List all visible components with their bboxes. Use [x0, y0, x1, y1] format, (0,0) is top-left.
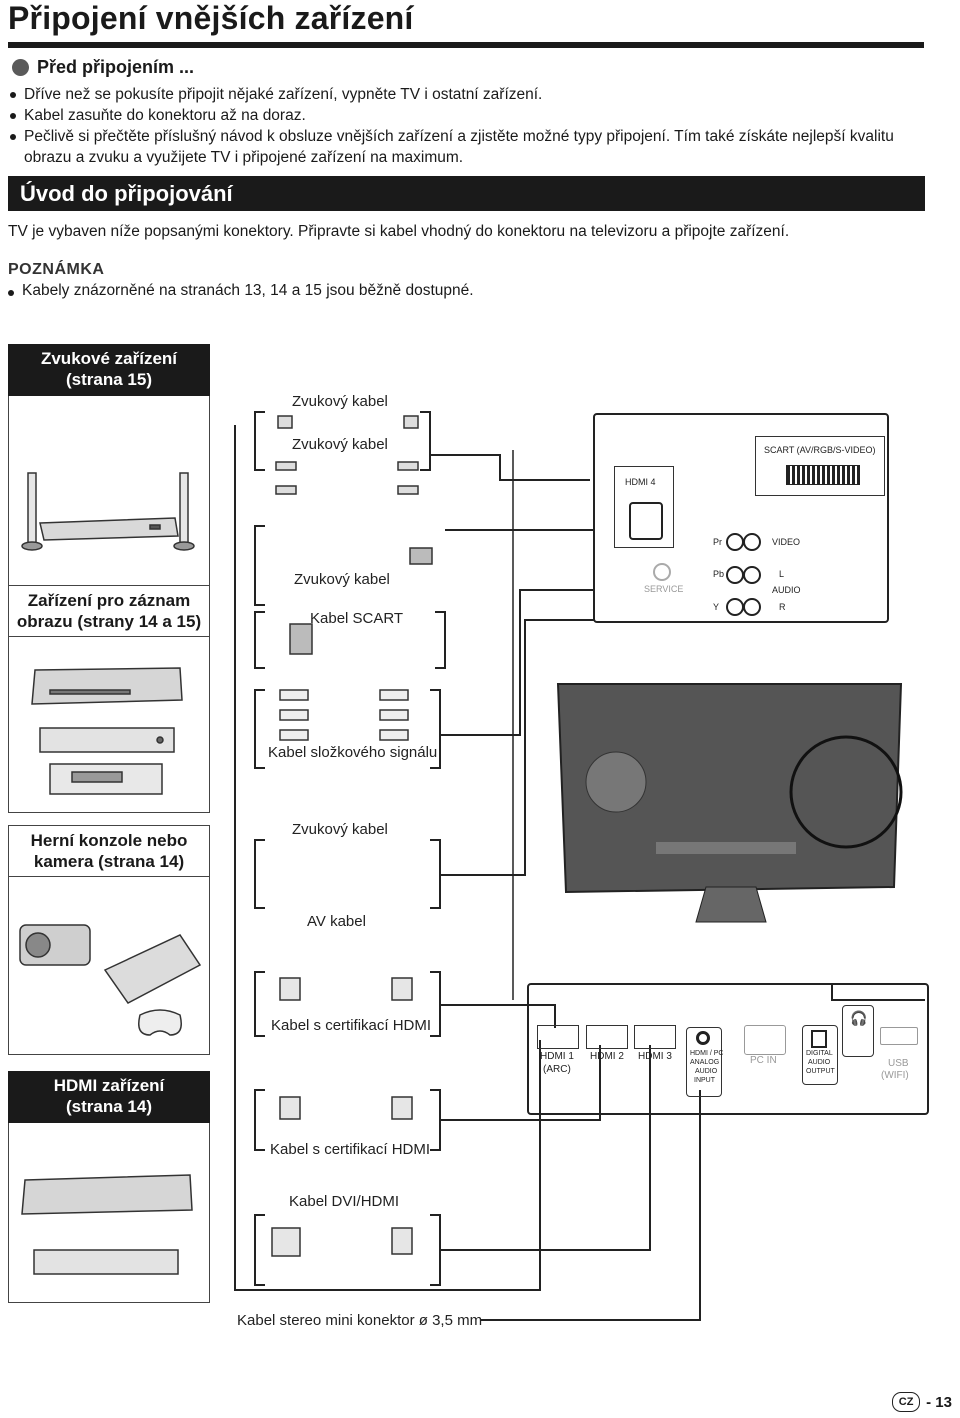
service-port-icon [653, 563, 671, 581]
label-r: R [779, 602, 786, 612]
hdmi1-port[interactable] [537, 1025, 579, 1049]
label-hdmi3: HDMI 3 [638, 1051, 672, 1062]
hdmi3-port[interactable] [634, 1025, 676, 1049]
hdmi-icon [629, 502, 663, 540]
label-hdmi1: HDMI 1 [540, 1051, 574, 1062]
pc-audio-port[interactable]: HDMI / PC ANALOG AUDIO INPUT [686, 1027, 723, 1097]
headphone-port[interactable]: 🎧 [842, 1005, 874, 1057]
before-bullets: Dříve než se pokusíte připojit nějaké za… [10, 84, 930, 168]
bullet-item: Dříve než se pokusíte připojit nějaké za… [10, 84, 930, 105]
console-label: Herní konzole nebo kamera (strana 14) [8, 825, 210, 877]
scart-port[interactable]: SCART (AV/RGB/S-VIDEO) [755, 436, 885, 496]
label-y: Y [713, 602, 720, 612]
before-heading: Před připojením ... [12, 57, 194, 78]
cable-label-stereo-mini: Kabel stereo mini konektor ø 3,5 mm [237, 1312, 483, 1329]
label-service: SERVICE [644, 584, 684, 594]
gamepad-icon [138, 1009, 182, 1036]
side-rca-ports [653, 533, 761, 616]
label-usb: USB [888, 1058, 909, 1069]
cable-label-scart: Kabel SCART [310, 610, 404, 627]
label-hdmi2: HDMI 2 [590, 1051, 624, 1062]
before-heading-text: Před připojením ... [37, 57, 195, 77]
bullet-circle-icon [12, 59, 29, 76]
cable-label-hdmi: Kabel s certifikací HDMI [270, 1141, 431, 1158]
label-audio: AUDIO [772, 585, 801, 595]
tv-body-icon [556, 683, 903, 894]
optical-icon [811, 1030, 827, 1048]
rca-port-icon [743, 533, 761, 551]
scart-icon [786, 465, 860, 485]
rca-port-icon [743, 598, 761, 616]
pc-in-port[interactable] [744, 1025, 786, 1055]
rca-cable-icon [275, 415, 419, 495]
cable-label-av: AV kabel [307, 913, 366, 930]
dvd-recorder-icon [39, 727, 175, 753]
hdmi-device-label: HDMI zařízení (strana 14) [8, 1071, 210, 1123]
headphone-icon: 🎧 [850, 1010, 868, 1026]
console-camera-illustration [19, 924, 202, 1036]
tv-back-illustration [556, 683, 903, 923]
side-connector-panel [593, 413, 889, 623]
cable-label-audio: Zvukový kabel [294, 571, 390, 588]
bluray-player-icon [31, 667, 183, 705]
dvd-player-icon [33, 1249, 179, 1275]
vcr-icon [49, 763, 163, 795]
label-pb: Pb [713, 569, 725, 579]
cable-label-dvi: Kabel DVI/HDMI [289, 1193, 400, 1210]
receiver-icon [39, 517, 179, 541]
bottom-connector-panel [527, 983, 929, 1115]
rca-port-icon [743, 566, 761, 584]
label-arc: (ARC) [543, 1064, 571, 1075]
scart-cable-icon [289, 547, 433, 655]
dvi-cable-icon [271, 1227, 413, 1257]
usb-port[interactable] [880, 1027, 918, 1045]
camcorder-icon [19, 924, 91, 966]
intro-text: TV je vybaven níže popsanými konektory. … [8, 223, 790, 240]
page-title: Připojení vnějších zařízení [8, 0, 414, 36]
speaker-system-illustration [21, 472, 195, 551]
note-item: Kabely znázorněné na stranách 13, 14 a 1… [8, 282, 474, 300]
title-rule [8, 42, 924, 48]
cable-label-hdmi: Kabel s certifikací HDMI [271, 1017, 432, 1034]
cable-label-component: Kabel složkového signálu [268, 744, 438, 761]
rca-port-icon [726, 598, 744, 616]
tv-stand-icon [695, 886, 767, 923]
digital-audio-port[interactable]: DIGITAL AUDIO OUTPUT [802, 1025, 838, 1085]
section-title: Úvod do připojování [8, 176, 925, 211]
hdmi-cable-icon [279, 977, 413, 1120]
label-l: L [779, 569, 785, 579]
bullet-item: Pečlivě si přečtěte příslušný návod k ob… [10, 126, 929, 168]
speaker-icon [21, 472, 195, 551]
cable-label-audio: Zvukový kabel [292, 436, 388, 453]
hdmi-devices-illustration [21, 1174, 193, 1275]
recorders-illustration [31, 667, 183, 795]
language-badge: CZ [892, 1392, 921, 1412]
cable-label-audio: Zvukový kabel [292, 393, 388, 410]
rca-port-icon [726, 533, 744, 551]
page-number: - 13 [926, 1393, 952, 1411]
page-footer: CZ - 13 [892, 1392, 952, 1412]
label-wifi: (WIFI) [881, 1070, 909, 1081]
label-pr: Pr [713, 537, 722, 547]
hdmi2-port[interactable] [586, 1025, 628, 1049]
note-title: POZNÁMKA [8, 261, 105, 278]
audio-device-label: Zvukové zařízení (strana 15) [8, 344, 210, 396]
label-pc-in: PC IN [750, 1055, 777, 1066]
label-video: VIDEO [772, 537, 801, 547]
game-console-icon [103, 934, 202, 1004]
note-list: Kabely znázorněné na stranách 13, 14 a 1… [8, 282, 474, 300]
rca-port-icon [726, 566, 744, 584]
component-cable-icon [279, 689, 409, 741]
cable-label-audio: Zvukový kabel [292, 821, 388, 838]
bluray-player-icon [21, 1174, 193, 1215]
recorder-label: Zařízení pro záznam obrazu (strany 14 a … [8, 585, 210, 637]
jack-icon [696, 1031, 710, 1045]
bullet-item: Kabel zasuňte do konektoru až na doraz. [10, 105, 930, 126]
hdmi4-port[interactable]: HDMI 4 [614, 466, 674, 548]
